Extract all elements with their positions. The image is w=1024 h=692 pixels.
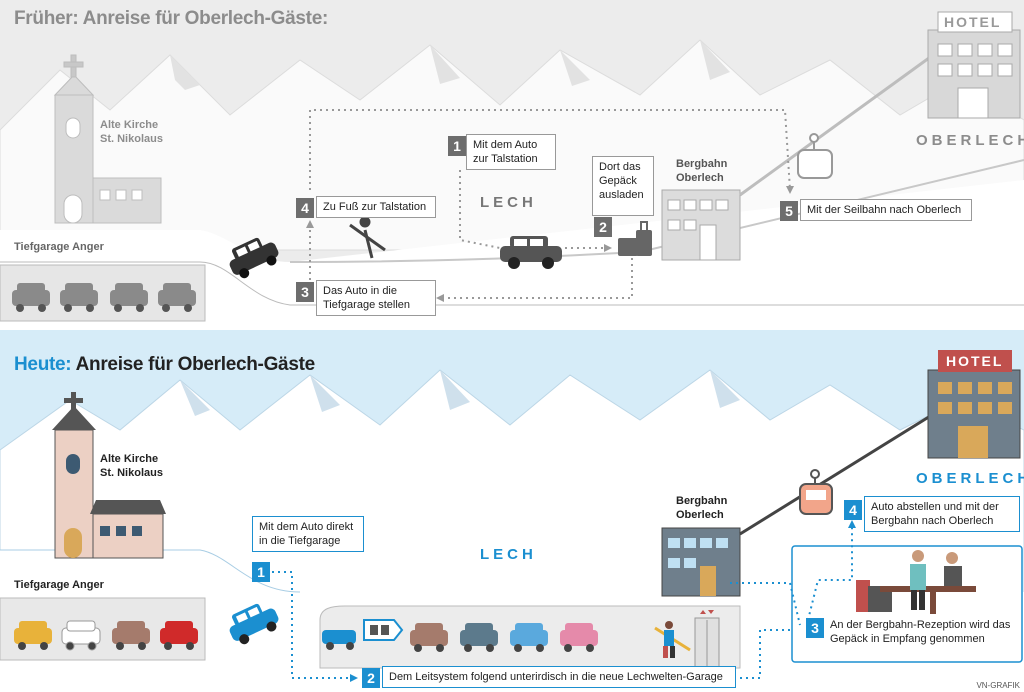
place-lech: LECH [480,546,537,563]
church-label: Alte Kirche St. Nikolaus [100,119,163,145]
page-title-heute: Heute: Anreise für Oberlech-Gäste [14,354,315,376]
bergbahn-building [661,189,741,261]
credit: VN-GRAFIK [976,681,1020,690]
church-label: Alte Kirche St. Nikolaus [100,453,163,479]
hotel-icon [927,350,1021,459]
church-icon [52,392,166,559]
hotel-sign: HOTEL [944,14,1002,30]
step-box: Zu Fuß zur Talstation [316,196,436,218]
luggage-icon [618,221,652,256]
cable-car-icon [799,469,833,515]
step-text: An der Bergbahn-Rezeption wird das Gepäc… [830,619,1011,645]
church-icon [53,54,162,224]
garage-cars [12,283,196,312]
step-number: 2 [362,668,380,688]
step-box: Auto abstellen und mit der Bergbahn nach… [864,496,1020,532]
step-box: Das Auto in die Tiefgarage stellen [316,280,436,316]
garage-label: Tiefgarage Anger [14,241,104,253]
car-icon [229,237,279,279]
garage-cars [14,620,198,651]
elevator-icon [694,610,720,669]
place-oberlech: OBERLECH [916,132,1024,149]
step-number: 3 [806,618,824,638]
title-rest: Anreise für Oberlech-Gäste [71,354,316,375]
skier-icon [349,216,386,259]
bergbahn-building [661,527,741,597]
step-box: Dort das Gepäck ausladen [592,156,654,216]
step-box: Mit dem Auto direkt in die Tiefgarage [252,516,364,552]
step-number: 4 [844,500,862,520]
garage-label: Tiefgarage Anger [14,579,104,591]
step-number: 3 [296,282,314,302]
panel-frueher: Früher: Anreise für Oberlech-Gäste: Alte… [0,0,1024,330]
bergbahn-label: Bergbahn Oberlech [676,495,728,521]
cable-car-icon [797,133,833,179]
step-box: Mit der Seilbahn nach Oberlech [800,199,972,221]
page-title-frueher: Früher: Anreise für Oberlech-Gäste: [14,8,328,29]
reception-panel [791,545,1023,663]
route-dotted [309,109,791,299]
guidance-sign-icon [363,619,404,641]
step-number: 4 [296,198,314,218]
skier-icon [654,621,691,658]
car-icon [500,236,562,269]
hotel-sign: HOTEL [946,353,1004,369]
reception-icon [856,550,976,614]
car-icon [229,603,279,645]
step-number: 2 [594,217,612,237]
panel-heute: Heute: Anreise für Oberlech-Gäste Alte K… [0,330,1024,692]
route-dotted [272,528,853,679]
step-number: 1 [448,136,466,156]
title-prefix: Heute: [14,354,72,375]
step-box: Mit dem Auto zur Talstation [466,134,556,170]
place-oberlech: OBERLECH [916,470,1024,487]
place-lech: LECH [480,194,537,211]
step-box: Dem Leitsystem folgend unterirdisch in d… [382,666,736,688]
step-number: 1 [252,562,270,582]
step-number: 5 [780,201,798,221]
garage-cars [322,623,598,652]
bergbahn-label: Bergbahn Oberlech [676,158,728,184]
hotel-icon [927,11,1021,119]
